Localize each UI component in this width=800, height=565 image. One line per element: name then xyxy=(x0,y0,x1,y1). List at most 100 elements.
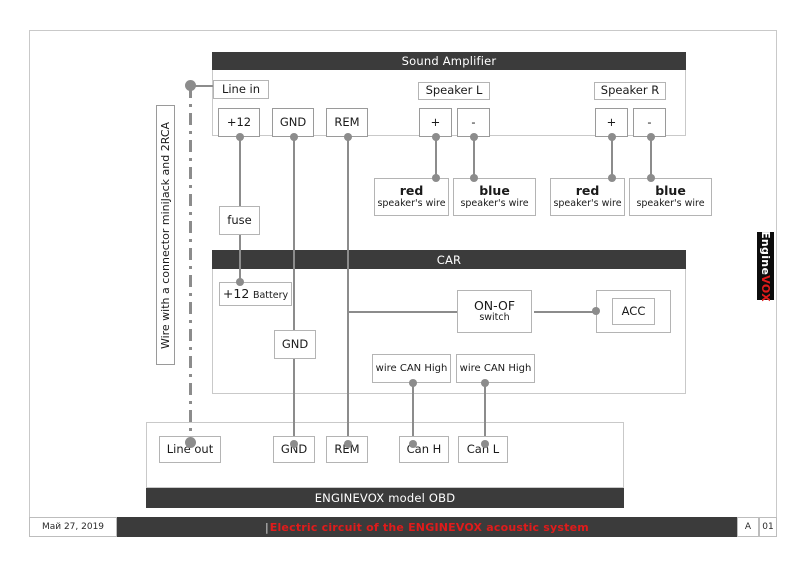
speaker-r-label: Speaker R xyxy=(600,83,660,98)
device-terminal-can-h[interactable]: Can H xyxy=(399,436,449,463)
footer-date: Май 27, 2019 xyxy=(29,517,117,537)
wire-color-label: blue xyxy=(479,183,510,199)
signal-wire-caption: Wire with a connector miniJack and 2RCA xyxy=(156,105,175,365)
node-plus12 xyxy=(236,133,244,141)
speaker-l-title: Speaker L xyxy=(418,82,490,100)
line-in-node xyxy=(185,80,196,91)
wire-color-label: blue xyxy=(655,183,686,199)
car-can-high-wire: wire CAN High xyxy=(372,354,451,383)
wire-rem-to-switch xyxy=(347,311,460,313)
wire-linein-stub xyxy=(189,85,219,87)
node-wire-blue-r xyxy=(647,174,655,182)
car-acc-outer: ACC xyxy=(596,290,671,333)
node-gnd xyxy=(290,133,298,141)
car-ground: GND xyxy=(274,330,316,359)
terminal-label: Line out xyxy=(166,441,214,456)
amplifier-terminal-rem[interactable]: REM xyxy=(326,108,368,137)
wire-speaker-l-plus xyxy=(435,136,437,178)
speaker-wire-red-right: red speaker's wire xyxy=(550,178,625,216)
speaker-wire-red-left: red speaker's wire xyxy=(374,178,449,216)
battery-label: Battery xyxy=(252,289,289,301)
node-device-can-h xyxy=(409,440,417,448)
amplifier-title: Sound Amplifier xyxy=(212,52,686,70)
terminal-label: GND xyxy=(279,114,307,129)
signal-wire-dashdot xyxy=(189,86,192,446)
switch-label-line2: switch xyxy=(479,312,510,324)
node-speaker-l-minus xyxy=(470,133,478,141)
car-onof-switch[interactable]: ON-OF switch xyxy=(457,290,532,333)
wire-desc-label: speaker's wire xyxy=(460,197,529,209)
brand-engine: Engine xyxy=(759,230,773,275)
brand-tab-text: EngineVOX xyxy=(759,231,772,302)
node-speaker-r-plus xyxy=(608,133,616,141)
wire-desc-label: speaker's wire xyxy=(636,197,705,209)
node-can-high xyxy=(409,379,417,387)
car-acc[interactable]: ACC xyxy=(612,298,655,325)
node-rem xyxy=(344,133,352,141)
node-battery xyxy=(236,278,244,286)
wire-rem xyxy=(347,136,349,443)
device-terminal-can-l[interactable]: Can L xyxy=(458,436,508,463)
footer-title: Electric circuit of the ENGINEVOX acoust… xyxy=(269,520,589,534)
node-wire-blue-l xyxy=(470,174,478,182)
speaker-l-label: Speaker L xyxy=(425,83,483,98)
can-wire-label: wire CAN High xyxy=(459,362,532,374)
wire-desc-label: speaker's wire xyxy=(377,197,446,209)
wire-color-label: red xyxy=(575,183,600,199)
node-device-rem xyxy=(344,440,352,448)
speaker-r-terminal-minus[interactable]: - xyxy=(633,108,666,137)
node-speaker-r-minus xyxy=(647,133,655,141)
signal-wire-caption-text: Wire with a connector miniJack and 2RCA xyxy=(159,121,173,349)
node-acc xyxy=(592,307,600,315)
fuse-box[interactable]: fuse xyxy=(219,206,260,235)
amplifier-line-in[interactable]: Line in xyxy=(213,80,269,99)
battery-voltage: +12 xyxy=(222,285,250,301)
amplifier-terminal-gnd[interactable]: GND xyxy=(272,108,314,137)
car-battery: +12 Battery xyxy=(219,282,292,306)
terminal-label: REM xyxy=(334,441,360,456)
acc-label: ACC xyxy=(621,303,646,318)
car-ground-label: GND xyxy=(281,336,309,351)
wire-speaker-r-plus xyxy=(611,136,613,178)
footer-revision: A xyxy=(737,517,759,537)
wire-speaker-l-minus xyxy=(473,136,475,178)
amplifier-line-in-label: Line in xyxy=(221,81,261,96)
fuse-label: fuse xyxy=(227,212,252,227)
brand-tab: EngineVOX xyxy=(757,231,774,302)
terminal-label: - xyxy=(471,114,476,129)
node-device-gnd xyxy=(290,440,298,448)
speaker-r-title: Speaker R xyxy=(594,82,666,100)
wire-desc-label: speaker's wire xyxy=(553,197,622,209)
speaker-l-terminal-minus[interactable]: - xyxy=(457,108,490,137)
terminal-label: - xyxy=(647,114,652,129)
wire-can-high xyxy=(412,381,414,443)
terminal-label: +12 xyxy=(226,114,252,129)
wire-speaker-r-minus xyxy=(650,136,652,178)
wire-can-low xyxy=(484,381,486,443)
brand-vox: VOX xyxy=(759,274,773,302)
terminal-label: GND xyxy=(280,441,308,456)
footer-page: 01 xyxy=(759,517,777,537)
terminal-label: + xyxy=(606,114,617,129)
device-body xyxy=(146,422,624,488)
wire-color-label: red xyxy=(399,183,424,199)
battery-line: +12 Battery xyxy=(222,285,289,302)
terminal-label: REM xyxy=(334,114,360,129)
footer-caret-icon: | xyxy=(265,520,269,534)
node-wire-red-l xyxy=(432,174,440,182)
wire-switch-to-acc xyxy=(534,311,596,313)
node-device-can-l xyxy=(481,440,489,448)
speaker-wire-blue-left: blue speaker's wire xyxy=(453,178,536,216)
footer-bar: Май 27, 2019 | Electric circuit of the E… xyxy=(29,517,777,537)
node-speaker-l-plus xyxy=(432,133,440,141)
footer-title-band: | Electric circuit of the ENGINEVOX acou… xyxy=(117,517,737,537)
speaker-wire-blue-right: blue speaker's wire xyxy=(629,178,712,216)
terminal-label: Can L xyxy=(466,441,500,456)
can-wire-label: wire CAN High xyxy=(375,362,448,374)
node-can-low xyxy=(481,379,489,387)
car-title: CAR xyxy=(212,250,686,269)
speaker-l-terminal-plus[interactable]: + xyxy=(419,108,452,137)
device-title: ENGINEVOX model OBD xyxy=(146,488,624,508)
node-wire-red-r xyxy=(608,174,616,182)
